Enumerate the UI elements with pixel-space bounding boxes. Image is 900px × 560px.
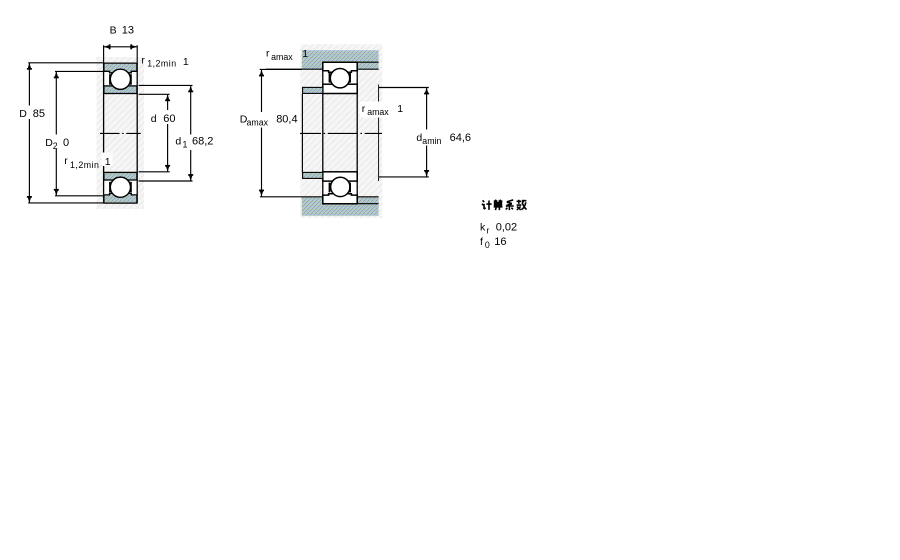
svg-text:amax: amax <box>367 107 389 117</box>
svg-text:0: 0 <box>63 137 69 149</box>
svg-text:r: r <box>266 48 270 60</box>
svg-text:0,02: 0,02 <box>496 221 517 233</box>
svg-text:1: 1 <box>302 48 308 60</box>
svg-text:B: B <box>110 25 117 37</box>
svg-text:amin: amin <box>422 136 441 146</box>
svg-text:1: 1 <box>105 156 111 168</box>
svg-text:d: d <box>416 132 422 144</box>
svg-text:D: D <box>45 137 53 149</box>
svg-text:64,6: 64,6 <box>450 132 471 144</box>
svg-text:1,2min: 1,2min <box>70 160 99 170</box>
svg-text:68,2: 68,2 <box>192 136 213 148</box>
svg-text:60: 60 <box>163 113 175 125</box>
svg-text:1: 1 <box>183 56 189 68</box>
svg-text:16: 16 <box>494 236 506 248</box>
svg-text:85: 85 <box>33 108 45 120</box>
svg-text:2: 2 <box>53 141 58 151</box>
svg-text:d: d <box>175 136 181 148</box>
svg-text:D: D <box>19 108 27 120</box>
svg-text:D: D <box>240 114 248 126</box>
svg-text:13: 13 <box>122 25 134 37</box>
svg-text:1,2min: 1,2min <box>147 59 176 69</box>
svg-text:k: k <box>480 221 486 233</box>
svg-text:0: 0 <box>485 240 490 250</box>
svg-text:r: r <box>141 55 145 67</box>
svg-text:d: d <box>151 113 157 125</box>
svg-text:80,4: 80,4 <box>276 114 297 126</box>
svg-text:r: r <box>64 155 68 167</box>
svg-text:r: r <box>362 103 366 115</box>
svg-text:amax: amax <box>271 52 293 62</box>
svg-text:f: f <box>480 236 483 248</box>
svg-text:amax: amax <box>247 118 269 128</box>
svg-text:r: r <box>486 225 489 235</box>
svg-text:1: 1 <box>397 103 403 115</box>
svg-text:1: 1 <box>183 140 188 150</box>
